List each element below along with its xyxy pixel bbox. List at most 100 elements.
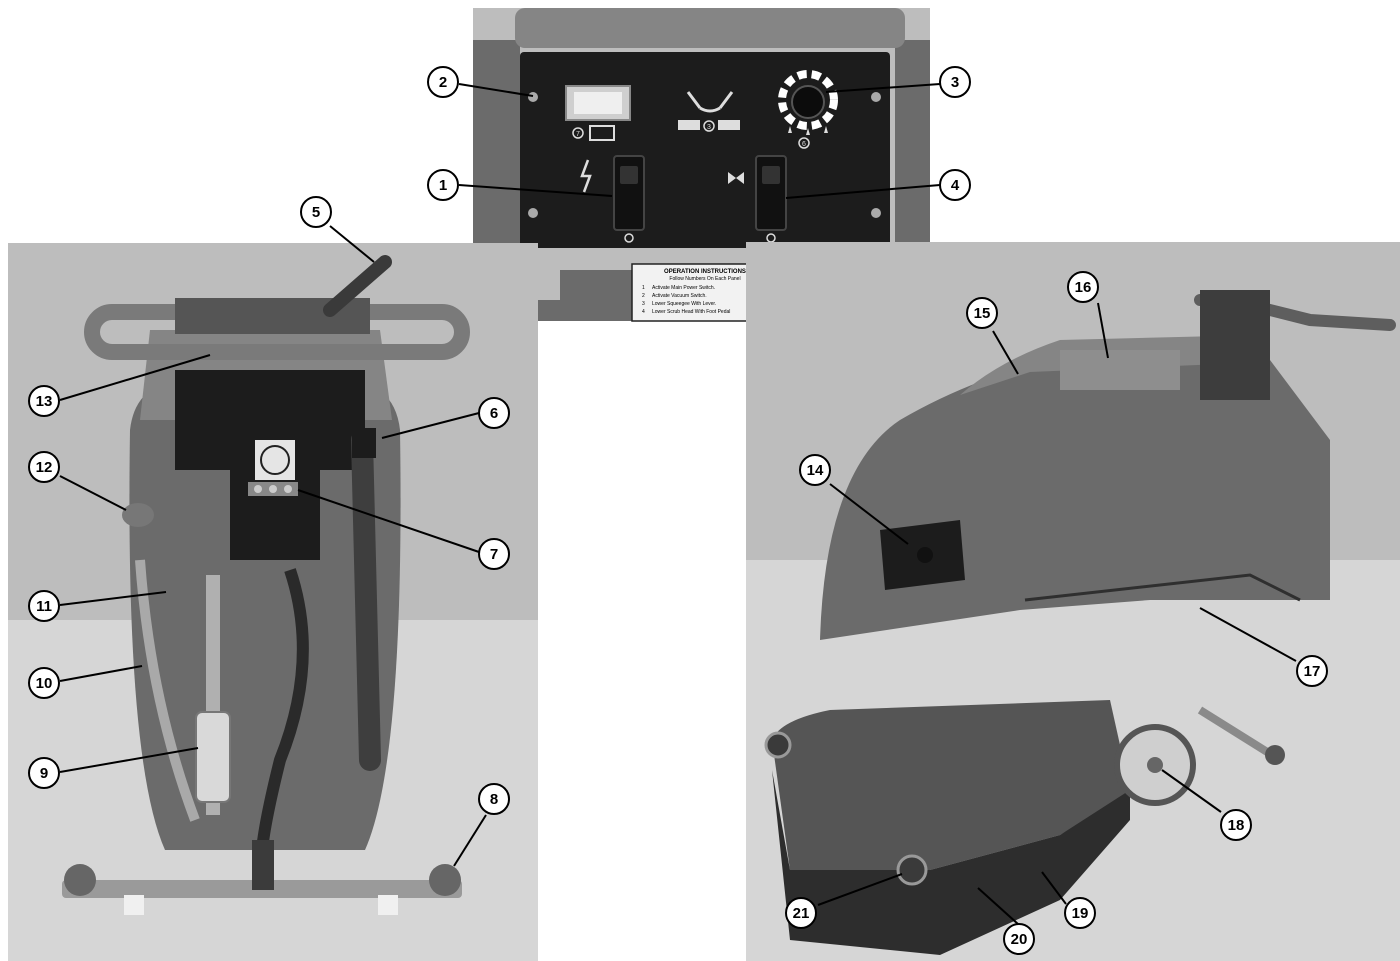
lever-symbol-base-icon <box>699 106 721 113</box>
callout-circle <box>28 757 60 789</box>
panel-screw <box>528 208 538 218</box>
control-panel-photo: 7 3 6 OPERATION INSTRUCTIONS Follow Numb… <box>473 8 930 322</box>
instruction-subtitle: Follow Numbers On Each Panel <box>669 276 740 282</box>
callout-4: 4 <box>939 169 971 201</box>
leader-line-3 <box>825 83 941 93</box>
leader-lines <box>59 83 1297 925</box>
callout-15: 15 <box>966 297 998 329</box>
drain-hose-cap <box>352 428 376 458</box>
water-drops-icon <box>788 126 828 135</box>
battery-icon <box>589 125 615 141</box>
hour-meter-window <box>574 92 622 114</box>
squeegee-lever <box>323 255 392 317</box>
callout-circle <box>28 451 60 483</box>
callout-label: 18 <box>1228 817 1245 834</box>
step-seven-mark-icon <box>572 127 584 139</box>
vacuum-fan-icon <box>728 172 744 184</box>
callout-circle <box>1296 655 1328 687</box>
side-control-console <box>1200 290 1270 400</box>
leader-line-7 <box>297 489 480 553</box>
callout-circle <box>939 169 971 201</box>
front-caster <box>764 731 792 759</box>
callout-circle <box>1003 923 1035 955</box>
upper-housing <box>515 8 905 48</box>
leader-line-1 <box>458 184 613 197</box>
callout-label: 14 <box>807 462 824 479</box>
vacuum-hose <box>256 568 309 851</box>
instruction-title: OPERATION INSTRUCTIONS <box>664 269 746 275</box>
squeegee-up-icon <box>718 120 740 130</box>
callout-circle <box>799 454 831 486</box>
squeegee-mount <box>252 840 274 890</box>
step-six-mark-icon <box>798 137 810 149</box>
leader-line-20 <box>977 887 1019 925</box>
callout-label: 10 <box>36 675 53 692</box>
instruction-step-num: 4 <box>642 309 645 315</box>
instruction-step-num: 2 <box>642 293 645 299</box>
callout-13: 13 <box>28 385 60 417</box>
callout-label: 20 <box>1011 931 1028 948</box>
vacuum-switch-rocker <box>762 166 780 184</box>
callout-label: 2 <box>439 74 447 91</box>
callout-label: 6 <box>490 405 498 422</box>
step-seven-mark: 7 <box>576 131 580 138</box>
callout-3: 3 <box>939 66 971 98</box>
deck-skirt <box>772 770 1130 955</box>
rear-wheel-hub <box>1147 757 1163 773</box>
squeegee-roller <box>124 895 144 915</box>
callout-21: 21 <box>785 897 817 929</box>
callout-9: 9 <box>28 757 60 789</box>
leader-line-17 <box>1199 607 1297 662</box>
squeegee-down-icon <box>678 120 700 130</box>
solution-dial-knob <box>791 85 825 119</box>
solution-fill-cap-knob <box>917 547 933 563</box>
power-bolt-icon <box>580 159 592 193</box>
callout-7: 7 <box>478 538 510 570</box>
callout-label: 7 <box>490 546 498 563</box>
power-indicator-icon <box>624 233 634 243</box>
solution-dial-scale <box>778 70 838 130</box>
callout-circle <box>785 897 817 929</box>
leader-line-2 <box>458 83 534 97</box>
callout-label: 4 <box>951 177 960 194</box>
instruction-step-text: Lower Scrub Head With Foot Pedal <box>652 309 730 315</box>
leader-line-18 <box>1161 769 1222 813</box>
callout-12: 12 <box>28 451 60 483</box>
callout-5: 5 <box>300 196 332 228</box>
panel-screw <box>528 92 538 102</box>
circuit-breaker-button <box>254 485 262 493</box>
callout-circle <box>939 66 971 98</box>
main-power-switch-rocker <box>620 166 638 184</box>
callout-19: 19 <box>1064 897 1096 929</box>
scrub-deck <box>772 700 1130 870</box>
callout-2: 2 <box>427 66 459 98</box>
callout-label: 17 <box>1304 663 1321 680</box>
squeegee-wheel <box>429 864 461 896</box>
squeegee-wheel <box>64 864 96 896</box>
leader-line-9 <box>59 747 199 773</box>
circuit-breaker-button <box>284 485 292 493</box>
callout-14: 14 <box>799 454 831 486</box>
step-three-mark-icon <box>703 120 715 132</box>
callout-16: 16 <box>1067 271 1099 303</box>
leader-line-12 <box>59 475 127 511</box>
panel-screw <box>871 208 881 218</box>
callout-label: 21 <box>793 905 810 922</box>
circuit-breaker-button <box>269 485 277 493</box>
callout-10: 10 <box>28 667 60 699</box>
front-caster <box>896 854 928 886</box>
instruction-step-num: 3 <box>642 301 645 307</box>
callout-18: 18 <box>1220 809 1252 841</box>
callout-11: 11 <box>28 590 60 622</box>
instruction-step-text: Lower Squeegee With Lever. <box>652 301 716 307</box>
callout-label: 16 <box>1075 279 1092 296</box>
leader-line-5 <box>329 225 375 263</box>
leader-line-14 <box>829 483 909 545</box>
callout-label: 15 <box>974 305 991 322</box>
solution-fill-cap <box>122 503 154 527</box>
callout-circle <box>427 169 459 201</box>
callout-label: 13 <box>36 393 53 410</box>
callout-label: 9 <box>40 765 48 782</box>
instruction-step-num: 1 <box>642 285 645 291</box>
